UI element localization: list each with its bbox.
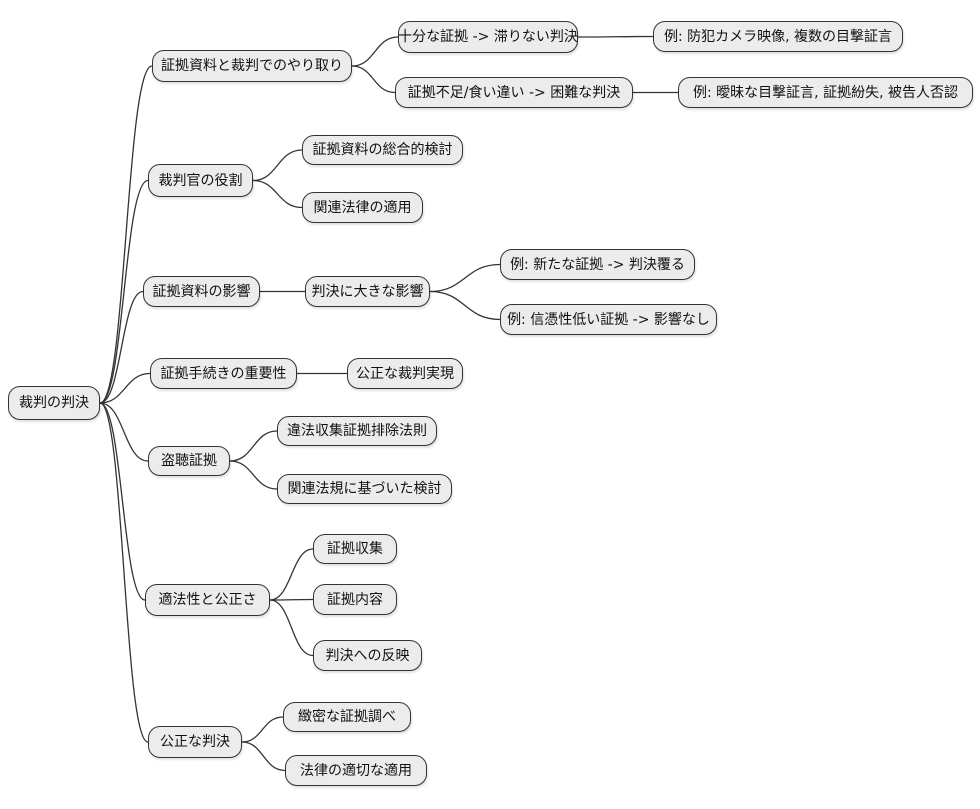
edge-n6-n6b bbox=[269, 598, 314, 601]
mindmap-node-n1: 証拠資料と裁判でのやり取り bbox=[152, 50, 352, 82]
mindmap-node-n2a: 証拠資料の総合的検討 bbox=[302, 135, 463, 165]
edge-root-n4 bbox=[99, 372, 151, 404]
edge-n2-n2b bbox=[252, 179, 303, 209]
mindmap-node-n6c: 判決への反映 bbox=[313, 640, 422, 671]
edge-root-n2 bbox=[99, 179, 149, 404]
mindmap-node-n3a2: 例: 信憑性低い証拠 -> 影響なし bbox=[500, 304, 717, 335]
edge-root-n6 bbox=[99, 402, 146, 601]
mindmap-node-n3a: 判決に大きな影響 bbox=[305, 276, 430, 307]
mindmap-node-n6a: 証拠収集 bbox=[313, 534, 397, 564]
mindmap-node-n5: 盗聴証拠 bbox=[148, 446, 230, 476]
mindmap-node-n1a: 十分な証拠 -> 滞りない判決 bbox=[398, 21, 578, 53]
edge-n2-n2a bbox=[252, 149, 303, 182]
edge-n5-n5a bbox=[229, 430, 278, 462]
mindmap-node-n2b: 関連法律の適用 bbox=[302, 192, 423, 223]
mindmap-node-n5b: 関連法規に基づいた検討 bbox=[277, 474, 452, 504]
mindmap-node-n6: 適法性と公正さ bbox=[145, 584, 270, 616]
mindmap-node-n7b: 法律の適切な適用 bbox=[285, 755, 427, 786]
mindmap-node-n7: 公正な判決 bbox=[148, 726, 242, 758]
edge-n6-n6a bbox=[269, 548, 314, 601]
mindmap-node-n1b1: 例: 曖昧な目撃証言, 証拠紛失, 被告人否認 bbox=[678, 77, 973, 108]
mindmap-node-n3: 証拠資料の影響 bbox=[143, 276, 260, 307]
edge-n6-n6c bbox=[269, 599, 314, 657]
edge-root-n5 bbox=[99, 402, 149, 462]
edge-root-n3 bbox=[99, 290, 144, 404]
edge-root-n1 bbox=[99, 65, 153, 404]
mindmap-node-n4: 証拠手続きの重要性 bbox=[150, 358, 297, 389]
mindmap-node-n6b: 証拠内容 bbox=[313, 584, 397, 615]
edge-n1a-n1a1 bbox=[577, 35, 654, 38]
mindmap-node-n7a: 緻密な証拠調べ bbox=[283, 702, 411, 732]
edge-n1-n1b bbox=[351, 65, 396, 94]
edge-n5-n5b bbox=[229, 460, 278, 490]
edge-n3a-n3a1 bbox=[429, 263, 501, 293]
mindmap-node-n2: 裁判官の役割 bbox=[148, 164, 253, 197]
edge-n1-n1a bbox=[351, 36, 399, 67]
mindmap-node-n4a: 公正な裁判実現 bbox=[347, 358, 463, 389]
mindmap-node-n5a: 違法収集証拠排除法則 bbox=[277, 416, 437, 446]
mindmap-node-n1b: 証拠不足/食い違い -> 困難な判決 bbox=[395, 77, 633, 108]
mindmap-node-n3a1: 例: 新たな証拠 -> 判決覆る bbox=[500, 249, 695, 280]
edge-n3a-n3a2 bbox=[429, 290, 501, 321]
edge-n7-n7a bbox=[241, 716, 284, 743]
edge-root-n7 bbox=[99, 402, 149, 743]
edge-n7-n7b bbox=[241, 741, 286, 772]
mindmap-node-root: 裁判の判決 bbox=[8, 386, 100, 420]
mindmap-node-n1a1: 例: 防犯カメラ映像, 複数の目撃証言 bbox=[653, 21, 903, 52]
